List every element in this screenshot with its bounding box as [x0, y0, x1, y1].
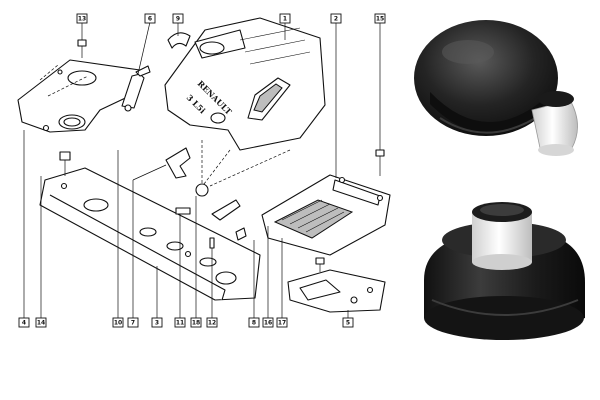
bracket-plate-left	[17, 59, 141, 133]
svg-text:4: 4	[22, 320, 26, 327]
callout-13: 13	[76, 13, 88, 24]
callout-12: 12	[206, 317, 218, 328]
svg-text:8: 8	[252, 320, 256, 327]
engine-cover: RENAULT 3 L5i	[164, 17, 326, 151]
bolt-15	[375, 149, 385, 176]
bracket-6	[121, 65, 151, 112]
callout-3: 3	[151, 317, 163, 328]
svg-text:6: 6	[148, 16, 152, 23]
callout-5: 5	[342, 317, 354, 328]
svg-text:13: 13	[78, 16, 86, 23]
callout-2: 2	[330, 13, 342, 24]
callout-14: 14	[35, 317, 47, 328]
callout-6: 6	[144, 13, 156, 24]
svg-text:7: 7	[131, 320, 135, 327]
svg-text:10: 10	[114, 320, 122, 327]
callout-15: 15	[374, 13, 386, 24]
callout-10-left: 10	[112, 317, 124, 328]
callout-9: 9	[172, 13, 184, 24]
svg-text:2: 2	[334, 16, 338, 23]
leader-lines	[23, 21, 381, 322]
callout-17: 17	[276, 317, 288, 328]
svg-text:14: 14	[37, 320, 45, 327]
callout-7: 7	[127, 317, 139, 328]
air-intake-cover	[261, 174, 391, 256]
callout-18: 18	[190, 317, 202, 328]
svg-text:16: 16	[264, 320, 272, 327]
bracket-7	[165, 147, 191, 179]
callout-16: 16	[262, 317, 274, 328]
svg-text:1: 1	[283, 16, 287, 23]
bolt-near-5	[315, 257, 325, 272]
bolt-13	[77, 39, 87, 58]
svg-text:11: 11	[176, 320, 184, 327]
svg-text:17: 17	[278, 320, 286, 327]
callout-1: 1	[279, 13, 291, 24]
svg-text:12: 12	[208, 320, 216, 327]
svg-text:5: 5	[346, 320, 350, 327]
rubber-grommet-photo-top	[414, 20, 578, 156]
grommet-9	[167, 32, 191, 49]
callout-4: 4	[18, 317, 30, 328]
svg-text:15: 15	[376, 16, 384, 23]
svg-text:9: 9	[176, 16, 180, 23]
bolt-14	[59, 151, 71, 176]
hardware-cluster	[175, 183, 247, 249]
callout-8: 8	[248, 317, 260, 328]
callout-11: 11	[174, 317, 186, 328]
front-shield-plate	[39, 167, 261, 301]
svg-text:3: 3	[155, 320, 159, 327]
rubber-grommet-photo-bottom	[424, 202, 585, 340]
bracket-plate-5	[287, 269, 386, 313]
svg-text:18: 18	[192, 320, 200, 327]
